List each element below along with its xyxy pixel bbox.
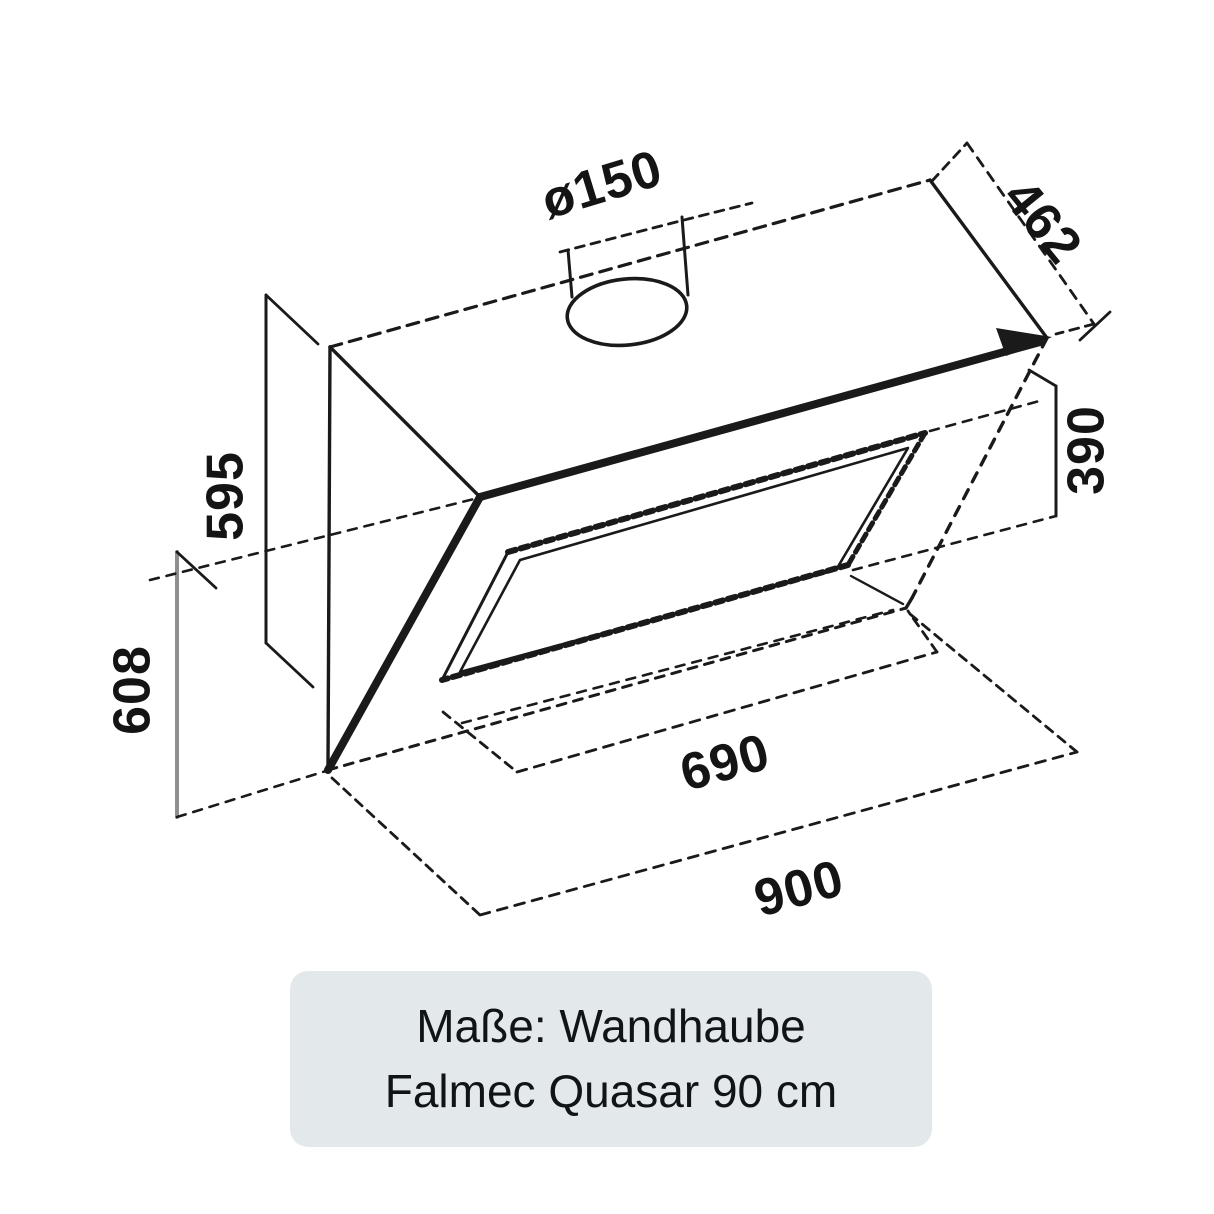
duct-diameter-label: ø150 bbox=[535, 139, 669, 230]
total-width-label: 900 bbox=[748, 849, 850, 928]
dimension-608 bbox=[148, 496, 480, 819]
front-right-edge-end bbox=[904, 596, 914, 610]
inner-width-label: 690 bbox=[674, 723, 776, 803]
dim-595-tick-bottom bbox=[264, 641, 315, 689]
dim-462-line bbox=[965, 141, 1096, 326]
glass-right-edge bbox=[845, 430, 928, 568]
caption-line-2: Falmec Quasar 90 cm bbox=[384, 1065, 838, 1117]
back-left-edge bbox=[326, 345, 332, 768]
glass-to-corner-line bbox=[849, 574, 905, 606]
duct-extension-left bbox=[566, 248, 574, 299]
dim-390-extension-bottom bbox=[851, 514, 1058, 572]
dimension-390 bbox=[851, 368, 1058, 572]
dim-608-extension-bottom bbox=[175, 769, 328, 819]
front-right-edge bbox=[910, 336, 1049, 600]
dim-462-connector-bottom bbox=[1054, 322, 1096, 336]
duct-hole-ellipse bbox=[565, 276, 689, 348]
dim-390-tick-top bbox=[1027, 368, 1058, 388]
top-face-left-edge bbox=[328, 345, 482, 499]
dimension-595 bbox=[264, 293, 320, 689]
glass-right-height-label: 390 bbox=[1058, 405, 1116, 495]
glass-panel bbox=[439, 430, 928, 683]
top-face-back-edge bbox=[328, 178, 932, 349]
front-bottom-edge bbox=[326, 606, 908, 772]
caption-line-1: Maße: Wandhaube bbox=[416, 1000, 806, 1053]
dim-900-line bbox=[478, 750, 1079, 917]
dim-608-extension-top bbox=[148, 496, 480, 582]
hood-body-outline bbox=[324, 178, 1052, 774]
glass-inner-line bbox=[458, 446, 910, 674]
caption-card: Maße: Wandhaube Falmec Quasar 90 cm bbox=[290, 971, 932, 1147]
dimension-900 bbox=[330, 612, 1079, 917]
duct-extension-right bbox=[680, 215, 690, 297]
panel-inner-bottom-line bbox=[460, 608, 895, 725]
dim-462-connector-top bbox=[930, 141, 969, 183]
glass-top-edge bbox=[505, 430, 928, 555]
dim-690-line bbox=[515, 650, 939, 774]
dim-390-extension-top bbox=[928, 398, 1045, 433]
top-face-right-edge bbox=[928, 178, 1049, 340]
dim-900-connector-left bbox=[330, 776, 482, 917]
total-height-label: 608 bbox=[104, 645, 162, 735]
dim-608-tick-top bbox=[175, 550, 218, 590]
dim-595-tick-top bbox=[264, 293, 320, 346]
dimension-462 bbox=[930, 141, 1112, 342]
front-top-edge-arrowhead bbox=[996, 328, 1052, 356]
duct-hole bbox=[558, 201, 754, 348]
dim-900-connector-right bbox=[908, 612, 1079, 754]
top-depth-label: 462 bbox=[992, 169, 1094, 275]
front-top-edge bbox=[476, 338, 1044, 501]
duct-dimension-line bbox=[558, 201, 754, 254]
glass-left-edge bbox=[440, 550, 510, 682]
dim-690-connector-left bbox=[441, 710, 519, 774]
back-height-label: 595 bbox=[197, 451, 255, 541]
front-left-edge bbox=[324, 493, 484, 774]
dim-462-tick-bottom bbox=[1078, 310, 1112, 342]
